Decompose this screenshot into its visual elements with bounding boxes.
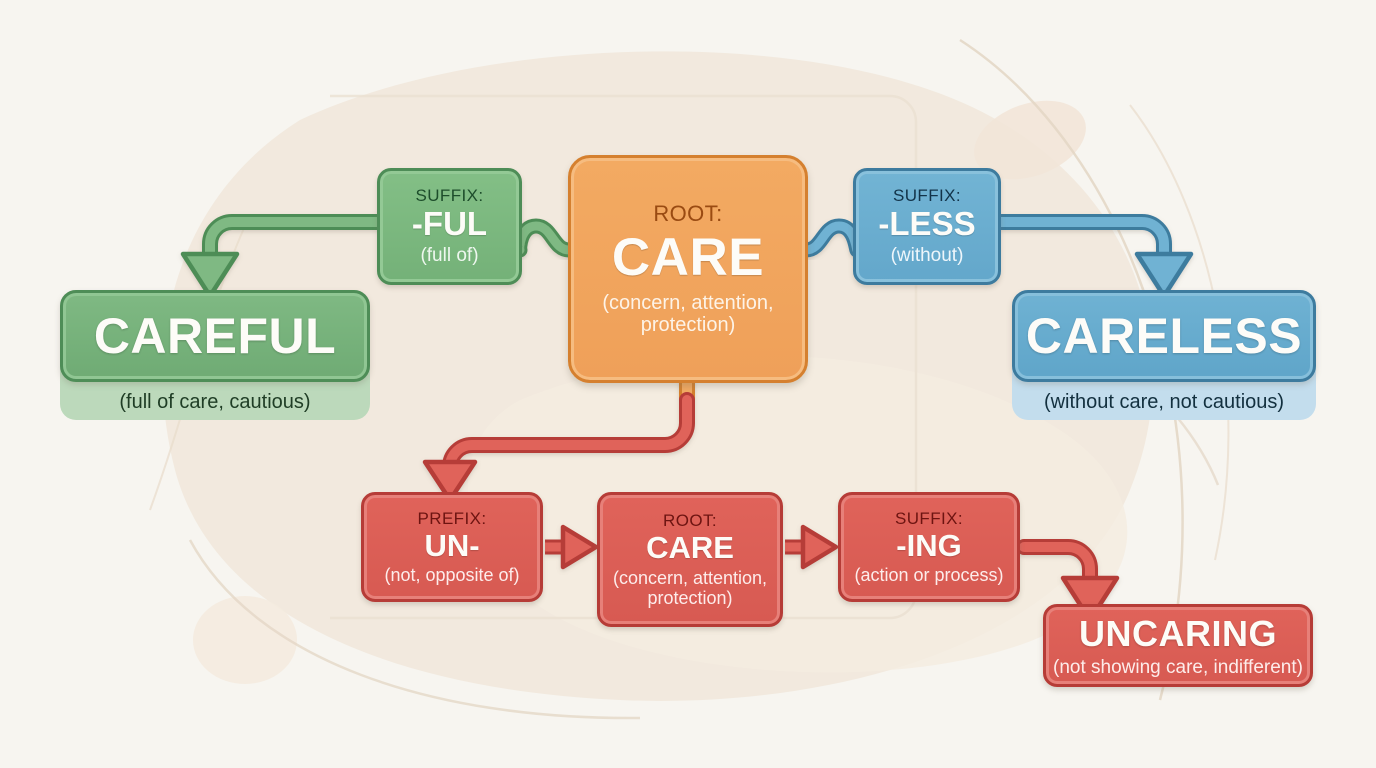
affix-gloss-label: (action or process) <box>854 565 1004 586</box>
root-kind-label: ROOT: <box>653 200 723 226</box>
affix-morph-label: UN- <box>424 527 480 563</box>
root-card-care[interactable]: ROOT: CARE (concern, attention, protecti… <box>568 155 808 383</box>
affix-gloss-label: (full of) <box>420 245 479 267</box>
connector-care-to-less <box>798 218 865 258</box>
connector-un-to-care <box>545 524 599 570</box>
result-word-label: CARELESS <box>1025 308 1303 364</box>
connector-less-to-careless <box>991 214 1194 299</box>
result-card-careless[interactable]: CARELESS (without care, not cautious) <box>1012 290 1316 420</box>
affix-kind-label: SUFFIX: <box>893 186 961 206</box>
affix-kind-label: SUFFIX: <box>415 186 484 206</box>
connector-care-to-ful <box>512 218 577 258</box>
root-gloss-label: (concern, attention, protection) <box>612 567 768 608</box>
result-caption-label: (not showing care, indifferent) <box>1053 656 1303 678</box>
result-word-label: UNCARING <box>1079 612 1277 654</box>
affix-card-less[interactable]: SUFFIX: -LESS (without) <box>853 168 1001 285</box>
affix-card-ful[interactable]: SUFFIX: -FUL (full of) <box>377 168 522 285</box>
affix-gloss-label: (not, opposite of) <box>384 565 520 586</box>
connector-care-to-prefix <box>422 374 695 503</box>
affix-morph-label: -LESS <box>878 205 976 243</box>
result-caption-label: (full of care, cautious) <box>119 391 311 413</box>
root-morph-label: CARE <box>611 228 765 288</box>
root-kind-label: ROOT: <box>663 510 717 530</box>
connector-ful-to-careful <box>180 214 387 299</box>
result-pill: CAREFUL <box>60 290 370 382</box>
connector-care-to-ing <box>785 524 839 570</box>
result-caption-label: (without care, not cautious) <box>1043 391 1285 413</box>
affix-card-ing[interactable]: SUFFIX: -ING (action or process) <box>838 492 1020 602</box>
affix-card-un[interactable]: PREFIX: UN- (not, opposite of) <box>361 492 543 602</box>
affix-morph-label: -FUL <box>411 205 488 243</box>
result-word-label: CAREFUL <box>93 308 337 364</box>
root-card-care-bottom[interactable]: ROOT: CARE (concern, attention, protecti… <box>597 492 783 627</box>
result-card-uncaring[interactable]: UNCARING (not showing care, indifferent) <box>1043 604 1313 687</box>
result-card-careful[interactable]: CAREFUL (full of care, cautious) <box>60 290 370 420</box>
connector-ing-to-uncaring <box>1016 539 1120 623</box>
root-morph-label: CARE <box>646 530 734 565</box>
affix-kind-label: SUFFIX: <box>895 508 963 528</box>
affix-gloss-label: (without) <box>890 245 964 267</box>
affix-morph-label: -ING <box>896 527 962 563</box>
affix-kind-label: PREFIX: <box>417 508 487 528</box>
result-pill: CARELESS <box>1012 290 1316 382</box>
root-gloss-label: (concern, attention, protection) <box>602 291 774 336</box>
